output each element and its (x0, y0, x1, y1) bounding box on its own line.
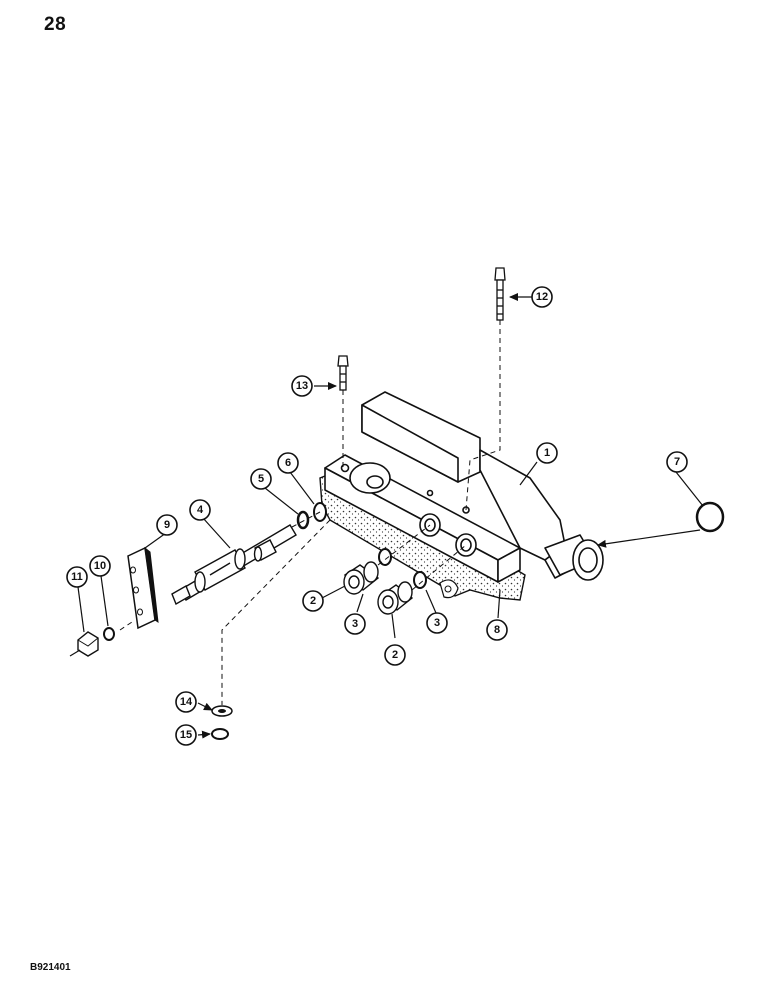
long-bolt (494, 267, 506, 321)
lock-washer (103, 627, 115, 641)
callout-6: 6 (277, 452, 299, 474)
callout-6-label: 6 (285, 457, 291, 469)
callout-2-lower: 2 (384, 644, 406, 666)
callout-13-label: 13 (296, 380, 308, 392)
callout-4-label: 4 (197, 504, 204, 516)
figure-code: B921401 (30, 962, 71, 973)
valve-body-housing (324, 391, 604, 583)
leader-lines (69, 293, 704, 739)
check-valve-lower (377, 581, 414, 615)
link-bar (127, 546, 159, 630)
check-valve-upper (343, 561, 380, 595)
callout-11-label: 11 (71, 571, 83, 583)
nut (77, 631, 99, 657)
callout-8-label: 8 (494, 624, 500, 636)
callout-2-lower-label: 2 (392, 649, 398, 661)
page-number: 28 (44, 14, 67, 35)
callout-3-left-label: 3 (352, 618, 358, 630)
valve-spool (171, 524, 297, 606)
callout-10: 10 (89, 555, 111, 577)
callout-12: 12 (531, 286, 553, 308)
callout-13: 13 (291, 375, 313, 397)
callout-4: 4 (189, 499, 211, 521)
callout-5: 5 (250, 468, 272, 490)
o-ring-5 (296, 510, 310, 530)
seal-washer (211, 728, 229, 740)
callout-2-upper: 2 (302, 590, 324, 612)
callout-10-label: 10 (94, 560, 106, 572)
callout-11: 11 (66, 566, 88, 588)
callout-2-upper-label: 2 (310, 595, 316, 607)
callout-3-right-label: 3 (434, 617, 440, 629)
callout-1-label: 1 (544, 447, 550, 459)
assembly-centerlines (119, 320, 501, 705)
sealing-washer-upper (378, 548, 392, 566)
callout-1: 1 (536, 442, 558, 464)
callout-7-label: 7 (674, 456, 680, 468)
callout-3-left: 3 (344, 613, 366, 635)
callout-14: 14 (175, 691, 197, 713)
short-bolt (337, 355, 349, 391)
callout-7: 7 (666, 451, 688, 473)
spring-washer (211, 705, 233, 717)
callout-12-label: 12 (536, 291, 548, 303)
callout-9: 9 (156, 514, 178, 536)
callout-3-right: 3 (426, 612, 448, 634)
callout-9-label: 9 (164, 519, 170, 531)
callout-14-label: 14 (180, 696, 193, 708)
sealing-washer-lower (413, 571, 427, 589)
callout-15-label: 15 (180, 729, 192, 741)
callout-15: 15 (175, 724, 197, 746)
callout-8: 8 (486, 619, 508, 641)
o-ring-7 (695, 501, 725, 533)
callout-5-label: 5 (258, 473, 264, 485)
